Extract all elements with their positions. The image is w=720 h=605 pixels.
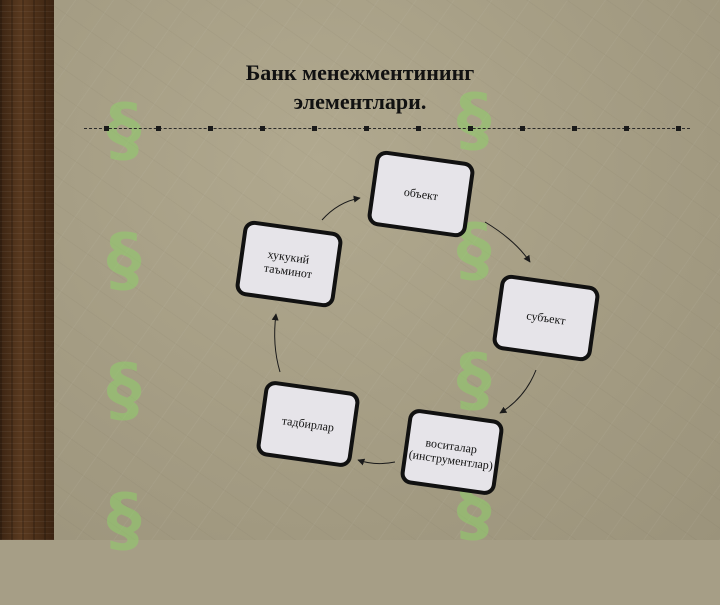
slide-title-line: Банк менежментининг [245,60,475,85]
divider-dot [156,126,161,131]
divider-dot [208,126,213,131]
divider-dot [676,126,681,131]
divider-dot [104,126,109,131]
slide-title-line: элементлари. [293,89,427,114]
slide-background [54,0,720,540]
node-tools: воситалар (инструментлар) [400,409,504,495]
divider-dot [364,126,369,131]
divider-dot [520,126,525,131]
divider-dot [312,126,317,131]
node-label: субъект [526,308,568,327]
node-subject: субъект [492,274,600,362]
edge-object-to-subject [484,221,531,263]
node-label: объект [403,185,440,204]
divider-dot [572,126,577,131]
divider-dot [260,126,265,131]
cycle-diagram: объект субъект воситалар (инструментлар)… [235,150,600,495]
slide-title: Банк менежментининг элементлари. [180,58,540,116]
divider-dot [624,126,629,131]
soft-logo-icon: § [456,79,492,161]
node-label: хукукий таъминот [263,247,316,282]
edge-subject-to-tools [499,369,537,414]
soft-logo-icon: § [456,339,492,421]
edge-tools-to-measures [357,458,396,466]
soft-logo-icon: § [106,219,142,301]
slide: § § § § § § § § Банк менежментининг элем… [0,0,720,561]
soft-logo-icon: § [106,89,142,171]
title-divider [84,126,690,131]
divider-dot [468,126,473,131]
node-legal: хукукий таъминот [235,220,343,308]
soft-logo-icon: § [106,349,142,431]
node-measures: тадбирлар [256,381,360,467]
node-object: объект [367,150,475,238]
edge-measures-to-legal [271,313,281,373]
divider-dot [416,126,421,131]
edge-legal-to-object [321,195,361,221]
